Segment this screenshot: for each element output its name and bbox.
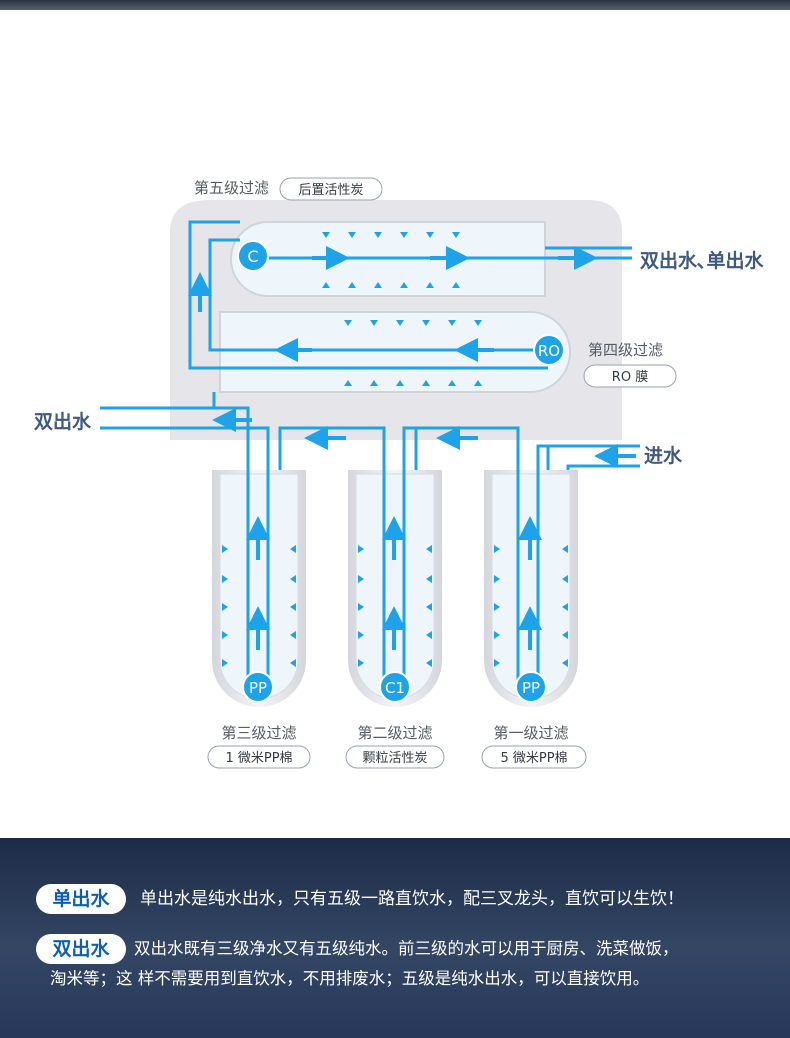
svg-text:RO: RO [538, 342, 560, 360]
notes-panel: 单出水 单出水是纯水出水，只有五级一路直饮水，配三叉龙头，直饮可以生饮！ 双出水… [0, 838, 790, 1038]
svg-text:C: C [247, 247, 258, 266]
svg-text:C1: C1 [385, 679, 405, 697]
outlet-right-label: 双出水､单出水 [640, 249, 765, 272]
stage2-marker: C1 [379, 671, 411, 703]
stage5-tag: 后置活性炭 [298, 183, 363, 198]
stage3-marker: PP [242, 671, 274, 703]
stage1-housing [484, 470, 578, 707]
inlet-label: 进水 [644, 445, 683, 467]
svg-text:PP: PP [249, 679, 267, 697]
flow-arrows [188, 246, 636, 650]
stage2-housing [348, 470, 442, 707]
stage1-marker: PP [515, 671, 547, 703]
small-arrows [222, 232, 568, 667]
filtration-diagram: C RO PP C1 PP 第五级过滤 后置活性炭 第四级过滤 RO 膜 第三级… [34, 177, 765, 769]
stage4-title: 第四级过滤 [588, 341, 663, 359]
single-outlet-badge: 单出水 [36, 884, 126, 914]
stage4-tag: RO 膜 [612, 370, 648, 385]
double-outlet-text-1: 双出水既有三级净水又有五级纯水。前三级的水可以用于厨房、洗菜做饭， [134, 939, 679, 958]
stage3-title: 第三级过滤 [221, 724, 296, 742]
stage2-tag: 颗粒活性炭 [362, 751, 427, 766]
stage5-marker: C [237, 240, 269, 272]
top-bar [0, 0, 790, 10]
single-outlet-text: 单出水是纯水出水，只有五级一路直饮水，配三叉龙头，直饮可以生饮！ [140, 889, 684, 909]
stage3-tag: 1 微米PP棉 [225, 751, 292, 766]
stage3-housing [212, 470, 306, 707]
stage1-tag: 5 微米PP棉 [500, 751, 567, 766]
outlet-left-label: 双出水 [34, 410, 92, 433]
stage2-title: 第二级过滤 [357, 724, 432, 742]
double-outlet-text-2: 淘米等；这 样不需要用到直饮水，不用排废水；五级是纯水出水，可以直接饮用。 [50, 969, 650, 988]
double-outlet-badge: 双出水 [36, 934, 126, 964]
stage4-marker: RO [533, 334, 565, 366]
stage1-title: 第一级过滤 [493, 724, 568, 742]
stage4-membrane [219, 311, 571, 393]
svg-text:PP: PP [522, 679, 540, 697]
stage5-title: 第五级过滤 [194, 179, 269, 197]
